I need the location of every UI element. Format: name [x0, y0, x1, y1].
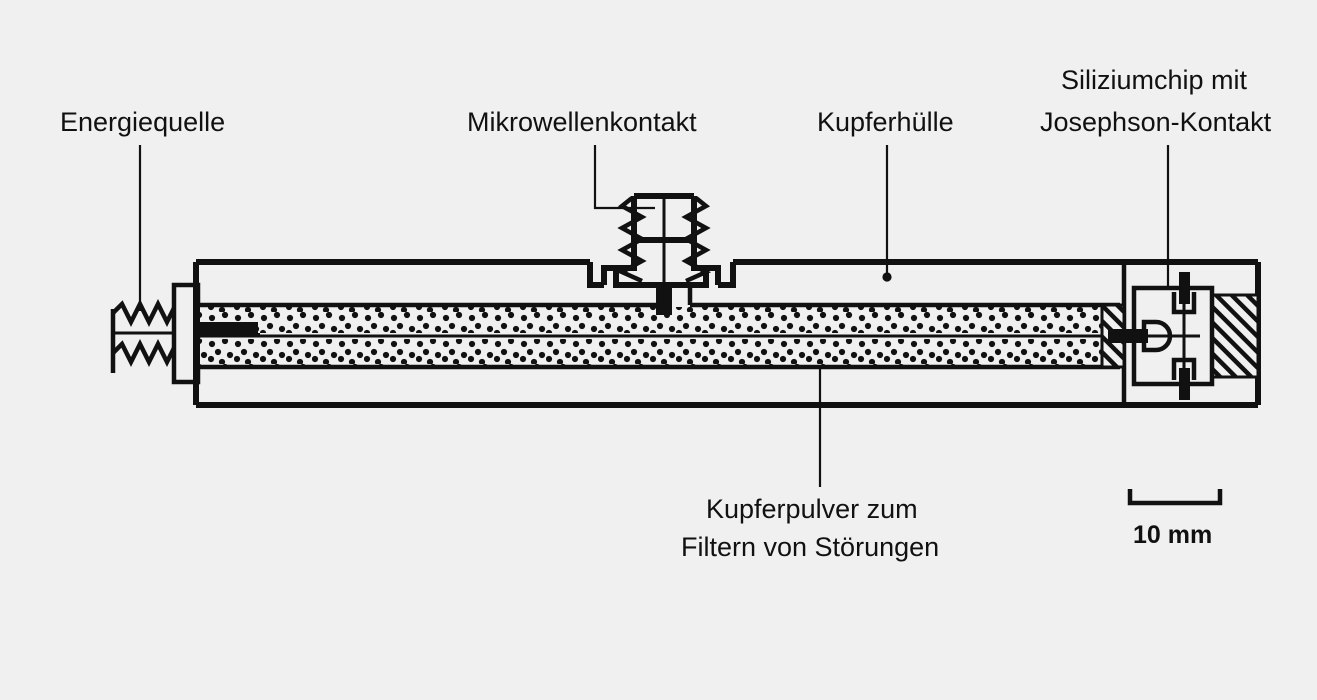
josephson-junction-bottom	[1171, 357, 1197, 380]
junction-post-bottom	[1179, 368, 1190, 400]
kupferpulver-kammer	[200, 302, 1124, 370]
label-mikrowellenkontakt: Mikrowellenkontakt	[467, 107, 697, 137]
center-conductor-stub	[200, 322, 258, 337]
chip-feed-rod	[1108, 329, 1148, 343]
label-kupferpulver-line1: Kupferpulver zum	[706, 494, 918, 524]
scale-bar-bracket	[1127, 489, 1223, 506]
mikrowellenkontakt	[601, 193, 721, 315]
label-energiequelle: Energiequelle	[60, 107, 225, 137]
powder-band-bottom	[200, 339, 1120, 365]
seal-block-right	[1212, 295, 1258, 377]
label-siliziumchip-line2: Josephson-Kontakt	[1040, 107, 1272, 137]
kupferhuelle-rohr	[193, 259, 1261, 408]
junction-post-top	[1179, 272, 1190, 304]
label-kupferpulver-line2: Filtern von Störungen	[681, 532, 939, 562]
leader-dot-kupferhuelle	[882, 272, 892, 282]
label-group: Energiequelle Mikrowellenkontakt Kupferh…	[60, 65, 1272, 562]
massstab: 10 mm	[1127, 489, 1223, 549]
siliziumchip	[1100, 272, 1260, 400]
scale-bar-label: 10 mm	[1133, 521, 1212, 549]
josephson-junction-top	[1171, 292, 1197, 315]
label-siliziumchip-line1: Siliziumchip mit	[1061, 65, 1248, 95]
label-kupferhuelle: Kupferhülle	[817, 107, 954, 137]
